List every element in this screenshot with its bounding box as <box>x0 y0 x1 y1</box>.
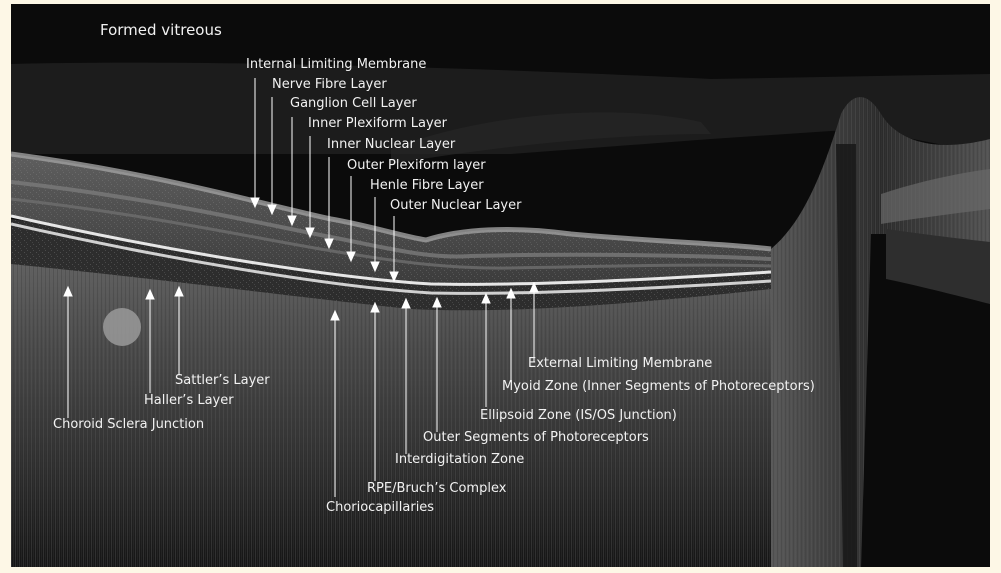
label-outer-nuclear-layer: Outer Nuclear Layer <box>390 198 522 213</box>
label-external-limiting-membrane: External Limiting Membrane <box>528 356 713 371</box>
label-choriocapillaries: Choriocapillaries <box>326 500 435 515</box>
vitreous-haze <box>11 62 990 154</box>
label-interdigitation-zone: Interdigitation Zone <box>395 452 525 467</box>
rpe-line <box>11 222 772 295</box>
label-ellipsoid-zone: Ellipsoid Zone (IS/OS Junction) <box>480 408 677 423</box>
label-ganglion-cell-layer: Ganglion Cell Layer <box>290 96 417 111</box>
label-nerve-fibre-layer: Nerve Fibre Layer <box>272 77 387 92</box>
optic-disc-streaks <box>771 97 990 567</box>
label-inner-nuclear-layer: Inner Nuclear Layer <box>327 137 456 152</box>
formed-vitreous-label: Formed vitreous <box>100 21 222 39</box>
outer-plexiform-band <box>11 197 772 270</box>
choroid-speckle <box>11 219 771 311</box>
vessel-shadow <box>836 144 857 567</box>
nerve-fibre-band <box>11 151 772 252</box>
label-outer-plexiform-layer: Outer Plexiform layer <box>347 158 486 173</box>
label-rpe-bruchs-complex: RPE/Bruch’s Complex <box>367 481 507 496</box>
posterior-hyaloid <box>391 112 711 164</box>
label-choroid-sclera-junction: Choroid Sclera Junction <box>53 417 205 432</box>
shadow-streaks <box>11 234 771 567</box>
annotation-arrows <box>63 78 539 497</box>
ellipsoid-line <box>11 214 772 286</box>
label-internal-limiting-membrane: Internal Limiting Membrane <box>246 57 427 72</box>
peripapillary-choroid <box>886 229 990 304</box>
circle-marker <box>103 308 141 346</box>
label-outer-segments: Outer Segments of Photoreceptors <box>423 430 649 445</box>
oct-scan-graphic <box>11 62 990 567</box>
label-hallers-layer: Haller’s Layer <box>144 393 234 408</box>
plexiform-band <box>11 180 772 261</box>
label-henle-fibre-layer: Henle Fibre Layer <box>370 178 484 193</box>
oct-scan-image: Formed vitreous Internal Limiting Membra… <box>11 4 990 567</box>
label-myoid-zone: Myoid Zone (Inner Segments of Photorecep… <box>502 379 815 394</box>
retina-speckle <box>11 154 771 285</box>
label-inner-plexiform-layer: Inner Plexiform Layer <box>308 116 448 131</box>
label-sattlers-layer: Sattler’s Layer <box>175 373 270 388</box>
peripapillary-retina <box>881 169 990 224</box>
